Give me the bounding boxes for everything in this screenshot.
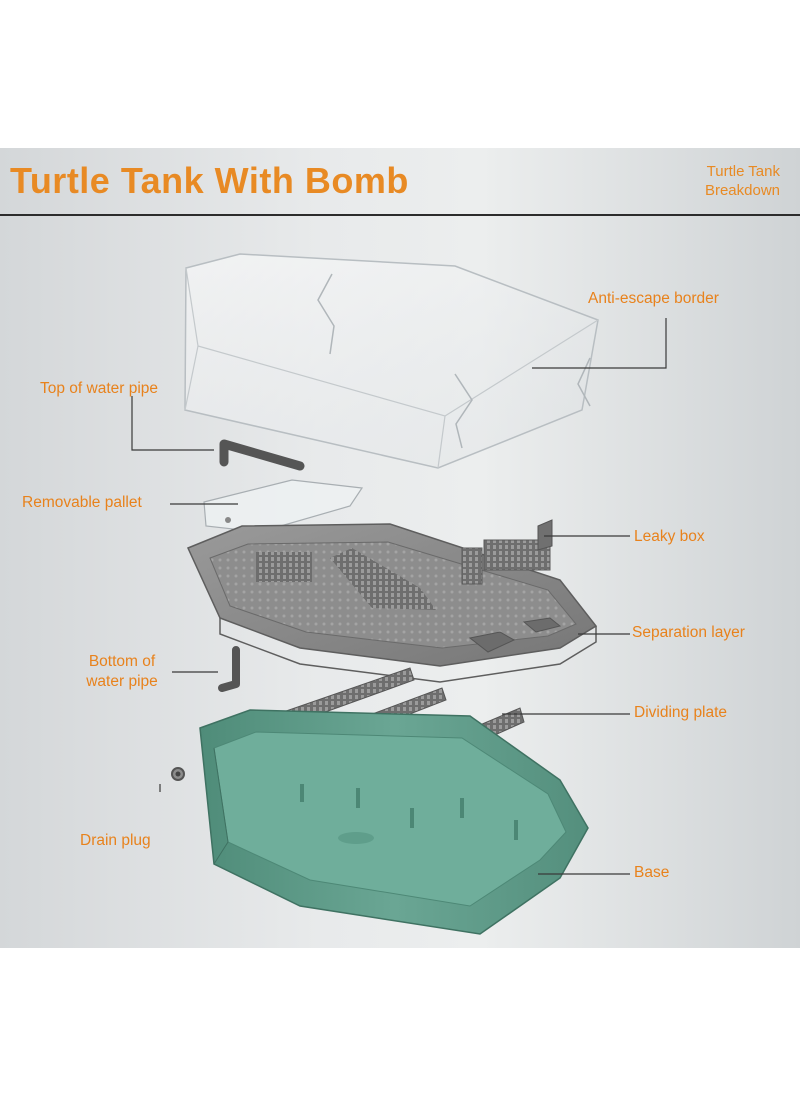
bottom-water-pipe-part: [218, 646, 240, 692]
leaky-box-part: [461, 519, 553, 585]
diagram-subtitle: Turtle Tank Breakdown: [704, 163, 780, 199]
removable-pallet-part: [203, 479, 364, 533]
diagram-panel: Turtle Tank With Bomb Turtle Tank Breakd…: [0, 148, 800, 948]
label-separation-layer: Separation layer: [632, 624, 745, 641]
label-top-of-water-pipe: Top of water pipe: [40, 380, 159, 397]
label-drain-plug: Drain plug: [80, 832, 151, 849]
exploded-view-illustration: [131, 253, 667, 935]
anti-escape-border-part: [184, 253, 599, 469]
label-anti-escape-border: Anti-escape border: [588, 290, 719, 307]
label-dividing-plate: Dividing plate: [634, 704, 728, 721]
label-leaky-box: Leaky box: [634, 528, 705, 545]
label-removable-pallet: Removable pallet: [22, 494, 142, 511]
label-base: Base: [634, 864, 670, 881]
title-divider: [0, 214, 800, 216]
diagram-title: Turtle Tank With Bomb: [10, 160, 409, 201]
drain-plug-part: [171, 767, 185, 781]
base-part: [199, 709, 589, 935]
top-water-pipe-part: [219, 439, 305, 471]
label-bottom-of-water-pipe: Bottom of water pipe: [86, 653, 158, 690]
leader-lines: [131, 318, 667, 875]
